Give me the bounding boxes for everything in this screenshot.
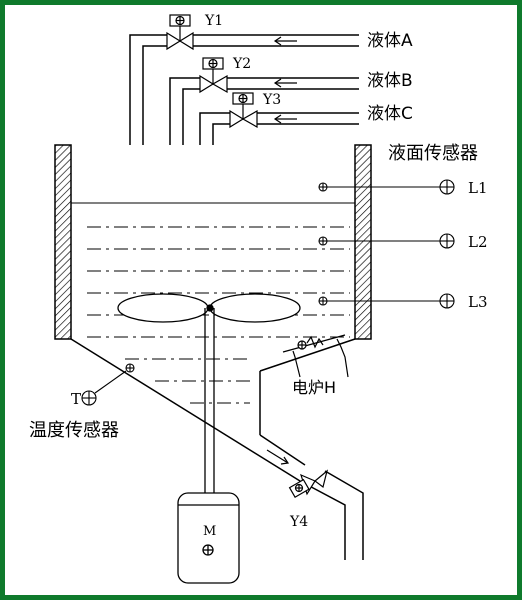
liquid-dash-lines — [87, 226, 350, 404]
level-sensor-l1-label: L1 — [468, 179, 488, 197]
inlet-pipe-b — [169, 77, 359, 145]
valve-y4-icon — [288, 469, 329, 499]
temperature-sensor — [81, 363, 135, 406]
tank-left-wall — [54, 144, 72, 340]
level-sensor-l3-label: L3 — [468, 293, 488, 311]
motor-label: M — [203, 524, 216, 539]
valve-y3-label: Y3 — [262, 92, 281, 108]
temp-sensor-label: 温度传感器 — [29, 420, 119, 441]
flow-arrow-c — [273, 114, 297, 124]
level-sensor-l1 — [318, 179, 455, 195]
level-sensor-title: 液面传感器 — [388, 143, 478, 164]
process-diagram: M Y1 — [29, 13, 488, 584]
tank-right-wall — [354, 144, 372, 340]
tank-bottom — [70, 338, 356, 482]
outlet-flow-arrow — [266, 449, 290, 465]
valve-y2-icon — [199, 57, 228, 94]
diagram-canvas: M Y1 — [5, 5, 517, 595]
valve-y3-icon — [229, 92, 258, 129]
flow-arrow-b — [273, 78, 297, 88]
inlet-pipe-c — [199, 112, 359, 145]
level-sensor-l2-label: L2 — [468, 233, 488, 251]
liquid-a-label: 液体A — [367, 31, 413, 51]
level-sensor-l2 — [318, 233, 455, 249]
agitator-shaft — [204, 308, 215, 493]
valve-y2-label: Y2 — [232, 56, 251, 72]
flow-arrow-a — [273, 36, 297, 46]
inlet-pipe-a — [129, 34, 359, 145]
agitator — [117, 293, 301, 323]
heater-label: 电炉H — [292, 378, 336, 397]
motor — [177, 492, 240, 584]
outlet-pipe — [299, 470, 364, 560]
valve-y1-icon — [166, 14, 194, 51]
level-sensor-l3 — [318, 293, 455, 309]
valve-y1-label: Y1 — [204, 13, 223, 29]
temp-sensor-tag: T — [71, 390, 81, 408]
liquid-b-label: 液体B — [367, 71, 413, 91]
valve-y4-label: Y4 — [289, 514, 308, 530]
heater-coil-icon — [282, 334, 349, 378]
liquid-c-label: 液体C — [367, 104, 413, 124]
